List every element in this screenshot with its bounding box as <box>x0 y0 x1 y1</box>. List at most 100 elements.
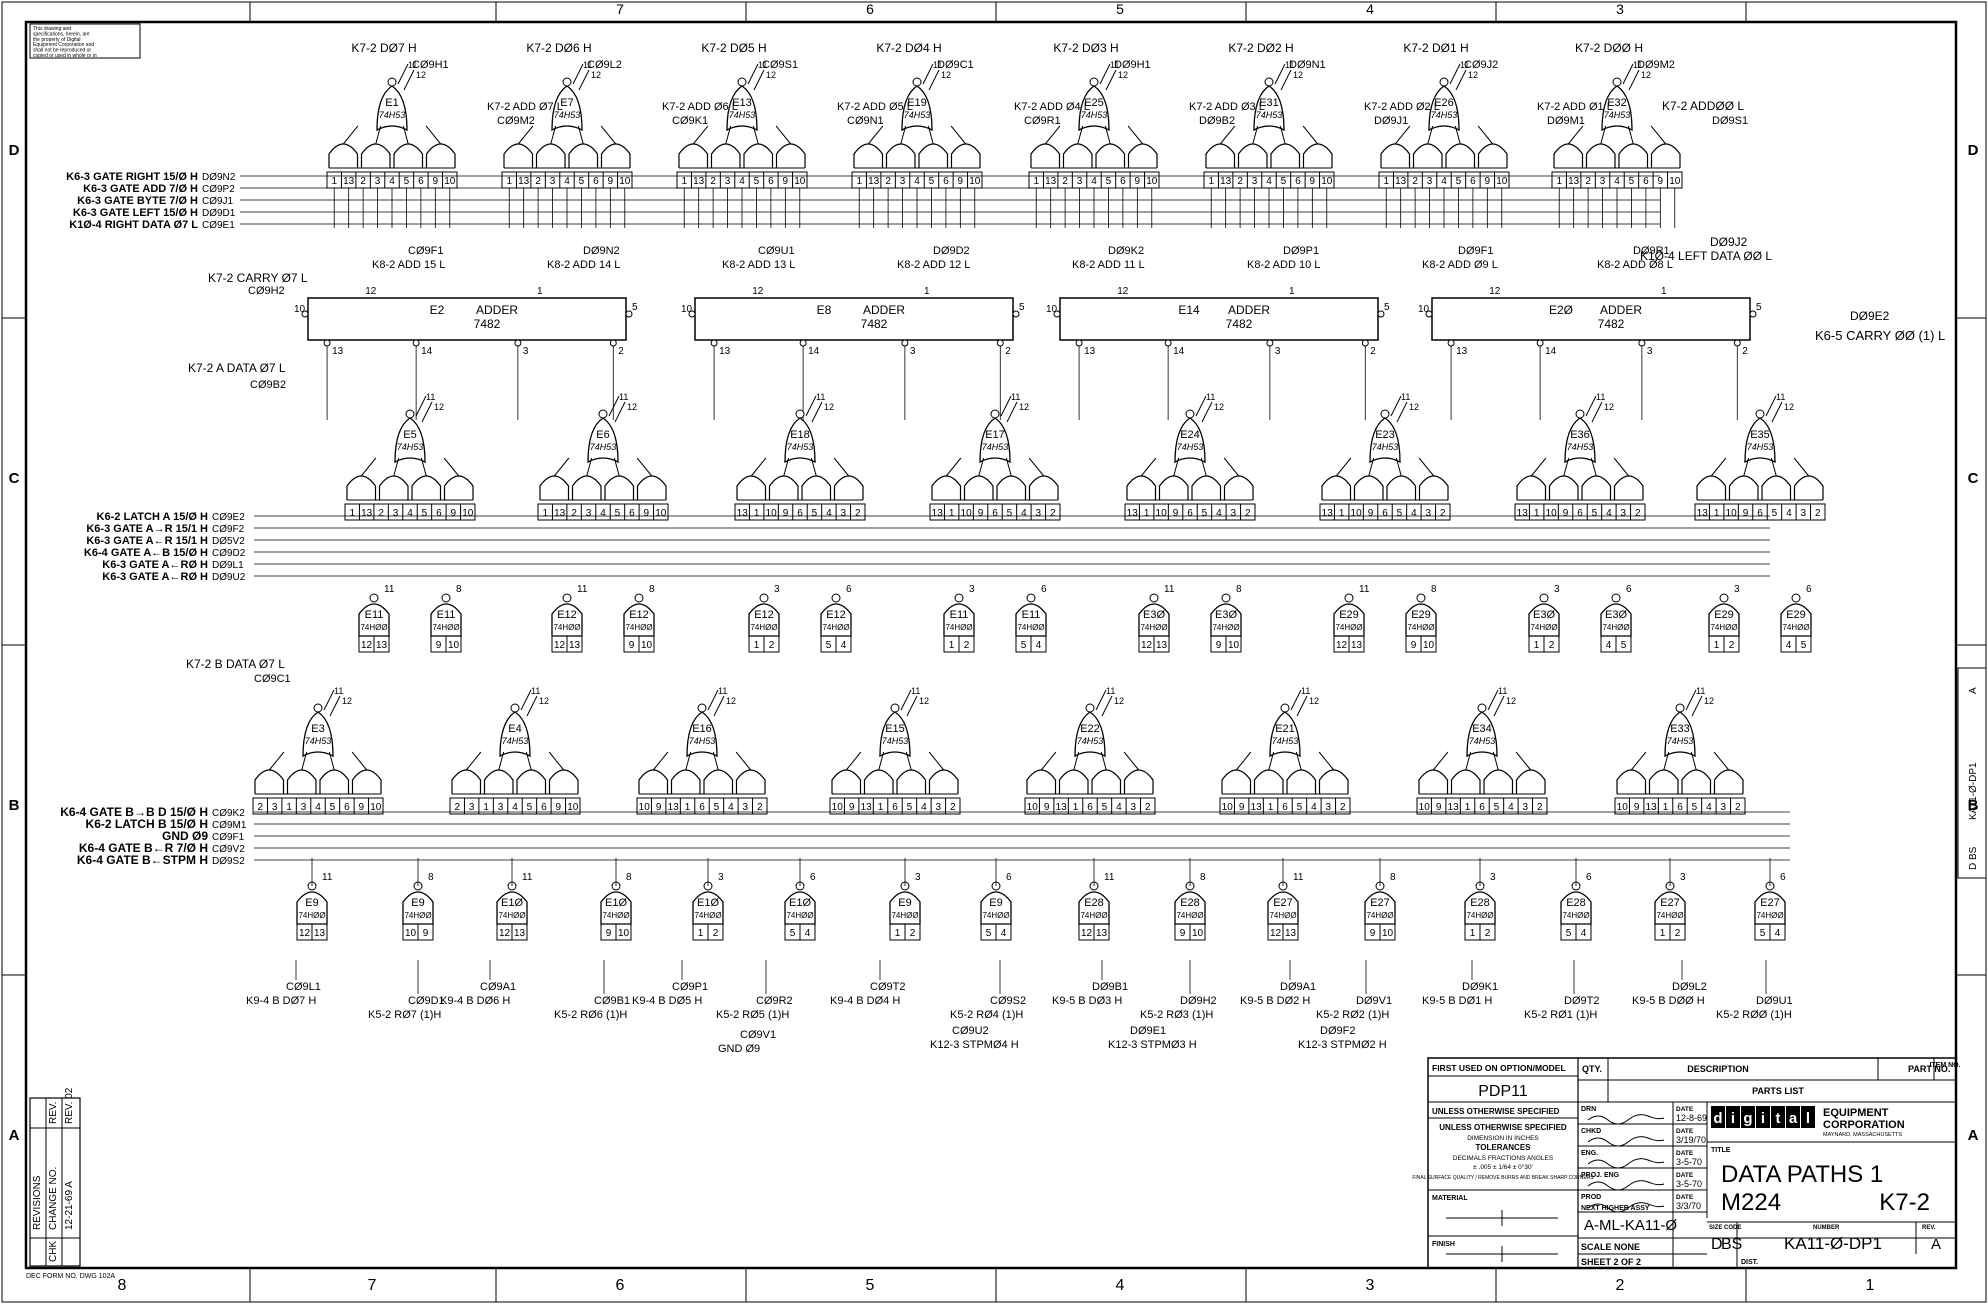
gate-type: 74H53 <box>1256 110 1283 120</box>
gate-ref: E4 <box>508 723 521 735</box>
pin-bubble <box>1733 339 1741 347</box>
row-label: B <box>1968 797 1979 814</box>
output-bubble <box>1539 593 1549 603</box>
wire <box>1591 401 1603 423</box>
wire <box>328 751 335 771</box>
pin-number: 6 <box>1087 802 1093 813</box>
gate-type: 74HØØ <box>1407 623 1434 632</box>
wire <box>775 125 792 145</box>
pin-number: 5 <box>1384 302 1390 313</box>
gate-ref: E31 <box>1259 97 1279 109</box>
pin-number: 1 <box>483 802 489 813</box>
pin-number: 9 <box>644 508 650 519</box>
pin-number: 1 <box>537 286 543 297</box>
wire <box>1302 125 1319 145</box>
gate-ref: E12 <box>557 609 577 621</box>
pin-number: 6 <box>846 584 852 595</box>
gate-type: 74H53 <box>1177 442 1204 452</box>
pin-number: 10 <box>1423 640 1435 651</box>
pin-number: 10 <box>1382 928 1394 939</box>
pin-number: 9 <box>1135 176 1141 187</box>
pin-number: 12 <box>1019 402 1029 412</box>
pin-number: 11 <box>758 60 767 70</box>
pin-number: 13 <box>1096 928 1108 939</box>
pin-number: 3 <box>841 508 847 519</box>
gate-ref: E12 <box>629 609 649 621</box>
zone-label: 7 <box>616 1 624 17</box>
pin-number: 2 <box>1145 802 1151 813</box>
pin-label: CØ9B1 <box>594 995 630 1007</box>
pin-number: 6 <box>810 872 816 883</box>
gate-ref: E1Ø <box>605 897 627 909</box>
wire <box>577 125 584 145</box>
pin-number: 3 <box>910 346 916 357</box>
part-no-label: PART NO. <box>1908 1064 1950 1074</box>
next-higher-assy: A-ML-KA11-Ø <box>1584 1217 1677 1234</box>
wire <box>1628 69 1640 91</box>
wire <box>1280 69 1292 91</box>
zone-label: 2 <box>1616 1277 1625 1294</box>
zone-label: 6 <box>866 1 874 17</box>
gate-type: 74HØØ <box>750 623 777 632</box>
pin-number: 9 <box>1173 508 1179 519</box>
pin-label: CØ9P1 <box>672 981 708 993</box>
unless-label-2: UNLESS OTHERWISE SPECIFIED <box>1439 1123 1567 1132</box>
pin-number: 6 <box>1780 872 1786 883</box>
wire <box>1585 395 1597 417</box>
pin-number: 10 <box>462 508 474 519</box>
notice-text: Equipment Corporation and <box>33 42 94 48</box>
net-label: K7-2 DØ6 H <box>526 41 591 55</box>
pin-number: 2 <box>618 346 624 357</box>
pin-label: CØ9F1 <box>212 832 245 843</box>
wire <box>1710 457 1727 477</box>
revisions-block <box>29 1097 81 1267</box>
or-body <box>1601 85 1633 132</box>
pin-number: 5 <box>632 302 638 313</box>
nand-gate <box>1528 603 1560 637</box>
pin-number: 10 <box>681 304 693 315</box>
pin-number: 2 <box>1815 508 1821 519</box>
pin-number: 10 <box>1496 176 1508 187</box>
pin-number: 4 <box>315 802 321 813</box>
wire <box>351 751 368 771</box>
pin-number: 6 <box>1282 802 1288 813</box>
or-body <box>1369 417 1401 464</box>
output-bubble <box>562 593 572 603</box>
pin-number: 12 <box>1114 696 1124 706</box>
pin-number: 13 <box>1127 508 1139 519</box>
pin-number: 10 <box>370 802 382 813</box>
pin-number: 5 <box>907 802 913 813</box>
carry-bubble <box>1425 310 1433 318</box>
nand-gate <box>296 891 328 925</box>
gate-type: 74HØØ <box>1530 623 1557 632</box>
wire <box>1690 751 1697 771</box>
wire <box>707 689 719 711</box>
or-body <box>1269 711 1301 758</box>
wire <box>1006 401 1018 423</box>
signature <box>1587 1114 1665 1125</box>
pin-label: CØ9U2 <box>952 1025 989 1037</box>
gate-ref: E11 <box>950 609 969 621</box>
pin-number: 4 <box>389 176 395 187</box>
pin-row <box>829 797 961 815</box>
pin-number: 12 <box>1214 402 1224 412</box>
pin-number: 13 <box>668 802 680 813</box>
finish-note: FINAL SURFACE QUALITY / REMOVE BURRS AND… <box>1412 1175 1594 1181</box>
number-label: NUMBER <box>1813 1225 1840 1231</box>
signature-role: CHKD <box>1581 1128 1601 1135</box>
wire <box>652 751 669 771</box>
pin-number: 11 <box>1359 584 1370 595</box>
signature-role: ENG. <box>1581 1150 1598 1157</box>
date-value: 3/19/70 <box>1676 1135 1706 1145</box>
pin-number: 3 <box>915 872 921 883</box>
nand-gate <box>1754 891 1786 925</box>
wire <box>1040 751 1057 771</box>
gate-type: 74HØØ <box>1710 623 1737 632</box>
drawing-title-1: DATA PATHS 1 <box>1721 1161 1883 1188</box>
gate-type: 74H53 <box>882 736 909 746</box>
pin-number: 9 <box>783 176 789 187</box>
adder-7482 <box>1059 297 1379 341</box>
wire <box>572 63 584 85</box>
or-body <box>376 85 408 132</box>
